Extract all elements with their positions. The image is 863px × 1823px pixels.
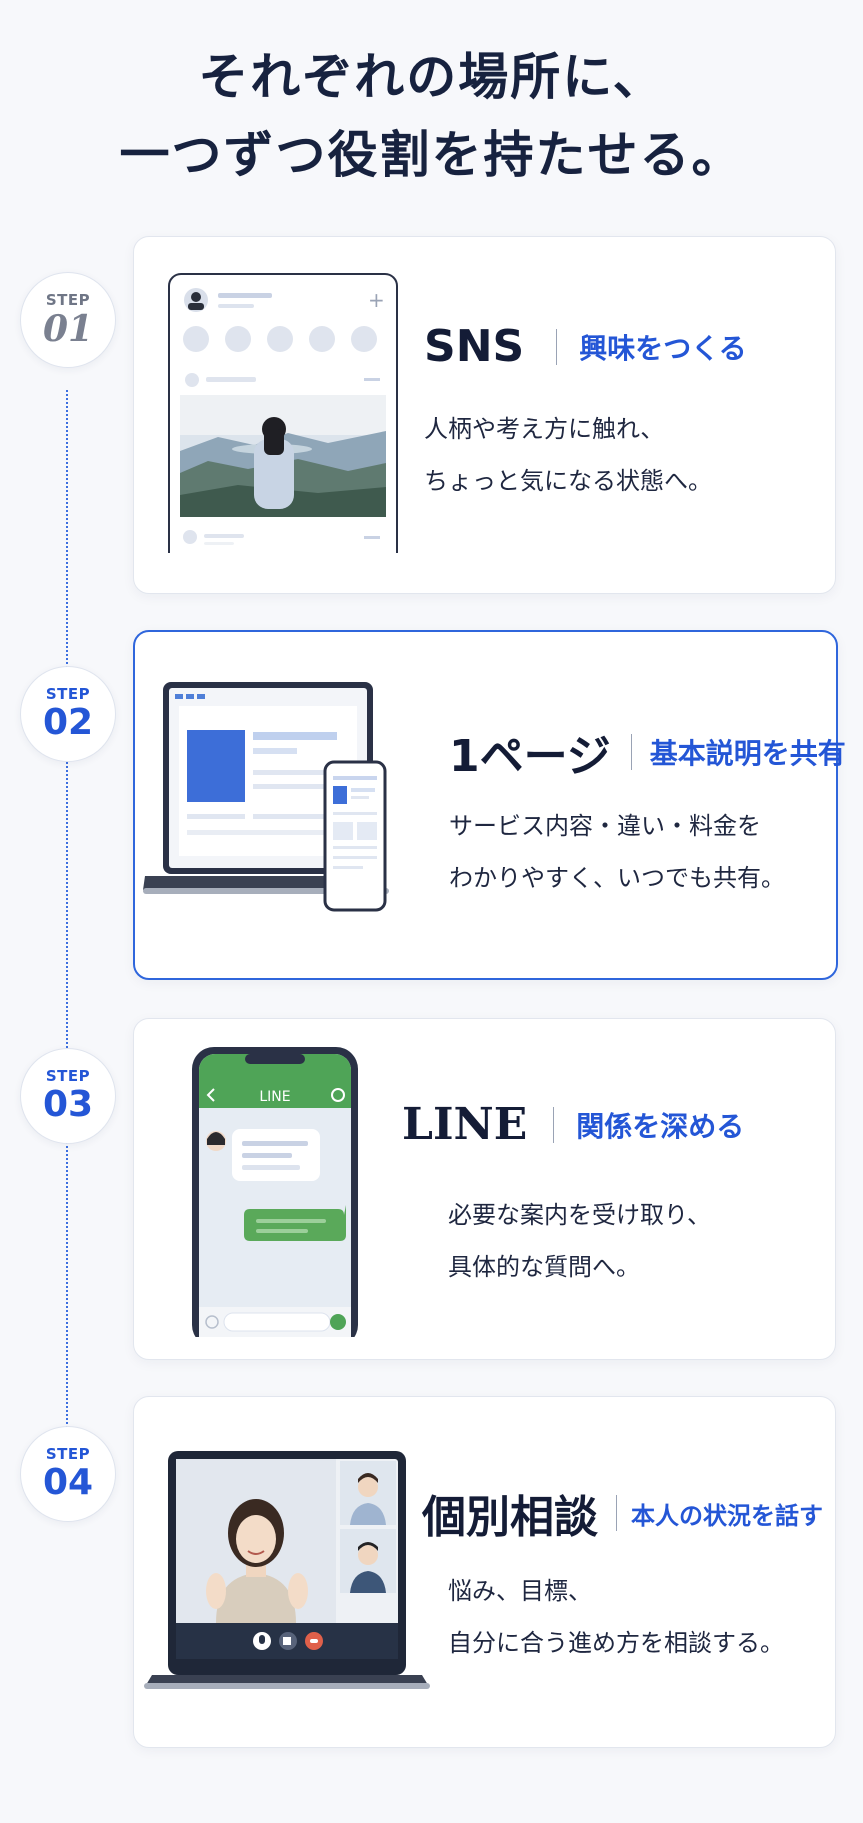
step-number: 02 <box>42 702 94 743</box>
description-line: 自分に合う進め方を相談する。 <box>448 1629 784 1657</box>
video-call-laptop-illustration <box>144 1451 430 1689</box>
step-badge-03: STEP 03 <box>20 1048 116 1144</box>
title-divider <box>556 328 558 365</box>
step-badge-02: STEP 02 <box>20 666 116 762</box>
step-card-line[interactable]: LINE LINE 関係を深める 必要な案内を受け取り、 具体的な質問へ。 <box>133 1018 836 1360</box>
svg-text:+: + <box>368 288 385 312</box>
step-subtitle: 興味をつくる <box>579 331 747 365</box>
step-description: サービス内容・違い・料金を わかりやすく、いつでも共有。 <box>449 800 785 904</box>
description-line: 具体的な質問へ。 <box>448 1253 640 1281</box>
step-number: 04 <box>42 1462 94 1503</box>
step-title: 個別相談 <box>422 1492 598 1543</box>
step-label: STEP <box>45 685 91 703</box>
page-headline: それぞれの場所に、 一つずつ役割を持たせる。 <box>0 38 863 194</box>
step-title-row: 個別相談 本人の状況を話す <box>422 1481 823 1545</box>
step-number: 03 <box>42 1084 94 1125</box>
step-description: 必要な案内を受け取り、 具体的な質問へ。 <box>448 1189 711 1293</box>
description-line: 必要な案内を受け取り、 <box>448 1201 712 1229</box>
description-line: サービス内容・違い・料金を <box>449 812 761 840</box>
headline-line-1: それぞれの場所に、 <box>198 48 665 106</box>
laptop-phone-webpage-illustration <box>143 682 389 912</box>
step-description: 悩み、目標、 自分に合う進め方を相談する。 <box>448 1565 784 1669</box>
step-title: SNS <box>424 321 525 372</box>
description-line: ちょっと気になる状態へ。 <box>424 467 712 495</box>
step-number: 01 <box>42 308 94 350</box>
step-card-one-page[interactable]: 1ページ 基本説明を共有 サービス内容・違い・料金を わかりやすく、いつでも共有… <box>133 630 846 980</box>
step-description: 人柄や考え方に触れ、 ちょっと気になる状態へ。 <box>424 403 712 507</box>
phone-header-label: LINE <box>259 1089 290 1105</box>
title-divider <box>616 1495 617 1531</box>
description-line: 悩み、目標、 <box>448 1577 592 1605</box>
step-label: STEP <box>45 1067 91 1085</box>
step-title-row: SNS 興味をつくる <box>424 321 747 372</box>
step-card-sns[interactable]: + SNS 興味をつくる 人柄や考え方に触れ、 ちょっと気になる状態へ。 <box>133 236 836 594</box>
step-subtitle: 本人の状況を話す <box>631 1501 823 1530</box>
step-title: LINE <box>402 1099 528 1150</box>
step-subtitle: 関係を深める <box>576 1109 745 1143</box>
step-label: STEP <box>45 1445 91 1463</box>
step-card-consultation[interactable]: 個別相談 本人の状況を話す 悩み、目標、 自分に合う進め方を相談する。 <box>133 1396 836 1748</box>
timeline-connector <box>66 390 68 1440</box>
step-badge-01: STEP 01 <box>20 272 116 368</box>
step-title-row: 1ページ 基本説明を共有 <box>449 720 846 784</box>
step-title: 1ページ <box>449 731 611 782</box>
step-subtitle: 基本説明を共有 <box>649 737 846 770</box>
description-line: わかりやすく、いつでも共有。 <box>449 864 785 892</box>
title-divider <box>553 1106 555 1143</box>
headline-line-2: 一つずつ役割を持たせる。 <box>119 126 744 184</box>
line-chat-phone-illustration: LINE <box>192 1047 358 1337</box>
description-line: 人柄や考え方に触れ、 <box>424 415 665 443</box>
sns-feed-illustration: + <box>168 273 398 553</box>
step-title-row: LINE 関係を深める <box>402 1099 744 1150</box>
title-divider <box>630 734 632 770</box>
step-badge-04: STEP 04 <box>20 1426 116 1522</box>
step-label: STEP <box>45 291 91 309</box>
